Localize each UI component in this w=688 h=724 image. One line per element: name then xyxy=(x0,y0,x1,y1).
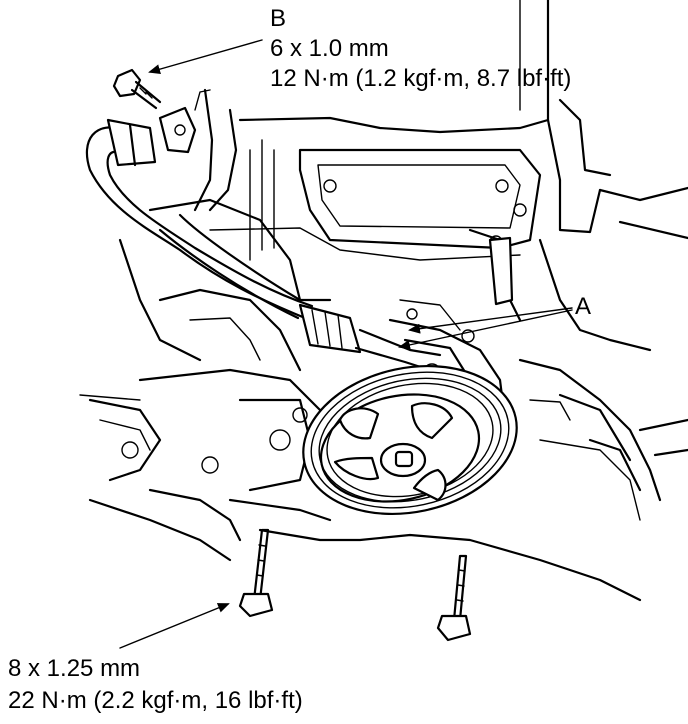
leader-b xyxy=(148,39,263,75)
leader-a-lower xyxy=(398,309,573,350)
callout-a-letter: A xyxy=(575,293,592,320)
leader-lines xyxy=(119,39,573,649)
callout-b-torque: 12 N·m (1.2 kgf·m, 8.7 lbf·ft) xyxy=(270,65,572,92)
leader-bolts xyxy=(119,603,230,649)
engine-block xyxy=(79,0,688,602)
bolt-b xyxy=(112,68,162,110)
hose-assembly xyxy=(85,89,442,372)
callout-b-letter: B xyxy=(270,5,287,32)
pulley xyxy=(302,364,518,516)
lower-bolt-left xyxy=(238,528,274,618)
lower-bolt-right xyxy=(436,554,472,642)
callout-b-size: 6 x 1.0 mm xyxy=(270,35,389,62)
callout-bolt-torque: 22 N·m (2.2 kgf·m, 16 lbf·ft) xyxy=(8,687,303,714)
callout-bolt-size: 8 x 1.25 mm xyxy=(8,655,141,682)
leader-a-upper xyxy=(408,307,573,334)
